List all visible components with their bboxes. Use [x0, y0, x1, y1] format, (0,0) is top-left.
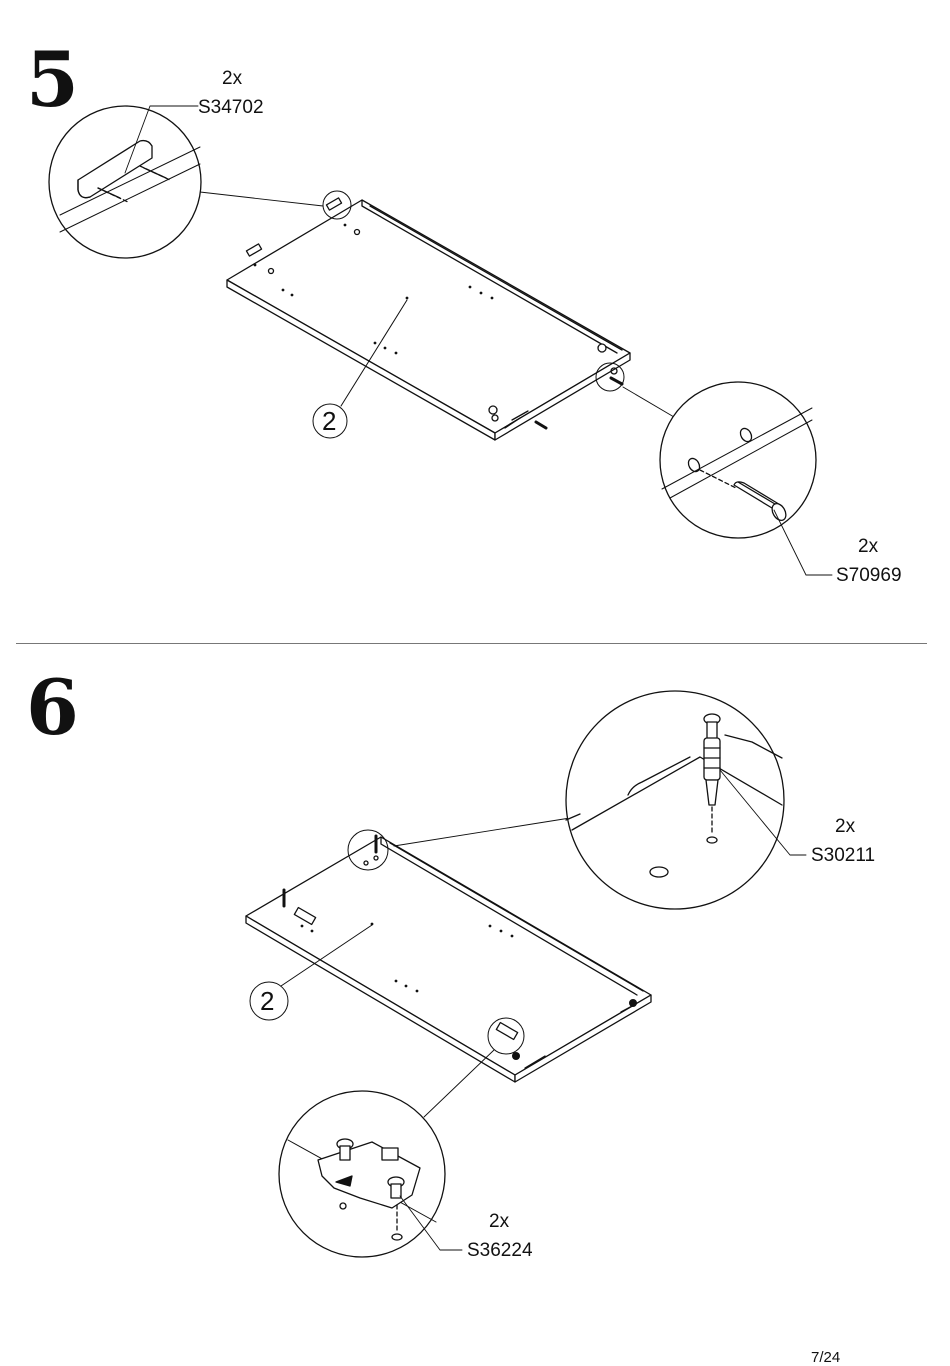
- panel-2-step-6: [246, 836, 651, 1082]
- page-number: 7/24: [811, 1349, 840, 1366]
- euro-screw-icon: [566, 691, 784, 909]
- hinge-mounting-plate-icon: [279, 1091, 445, 1257]
- part-label-2-step-6: 2: [260, 988, 274, 1014]
